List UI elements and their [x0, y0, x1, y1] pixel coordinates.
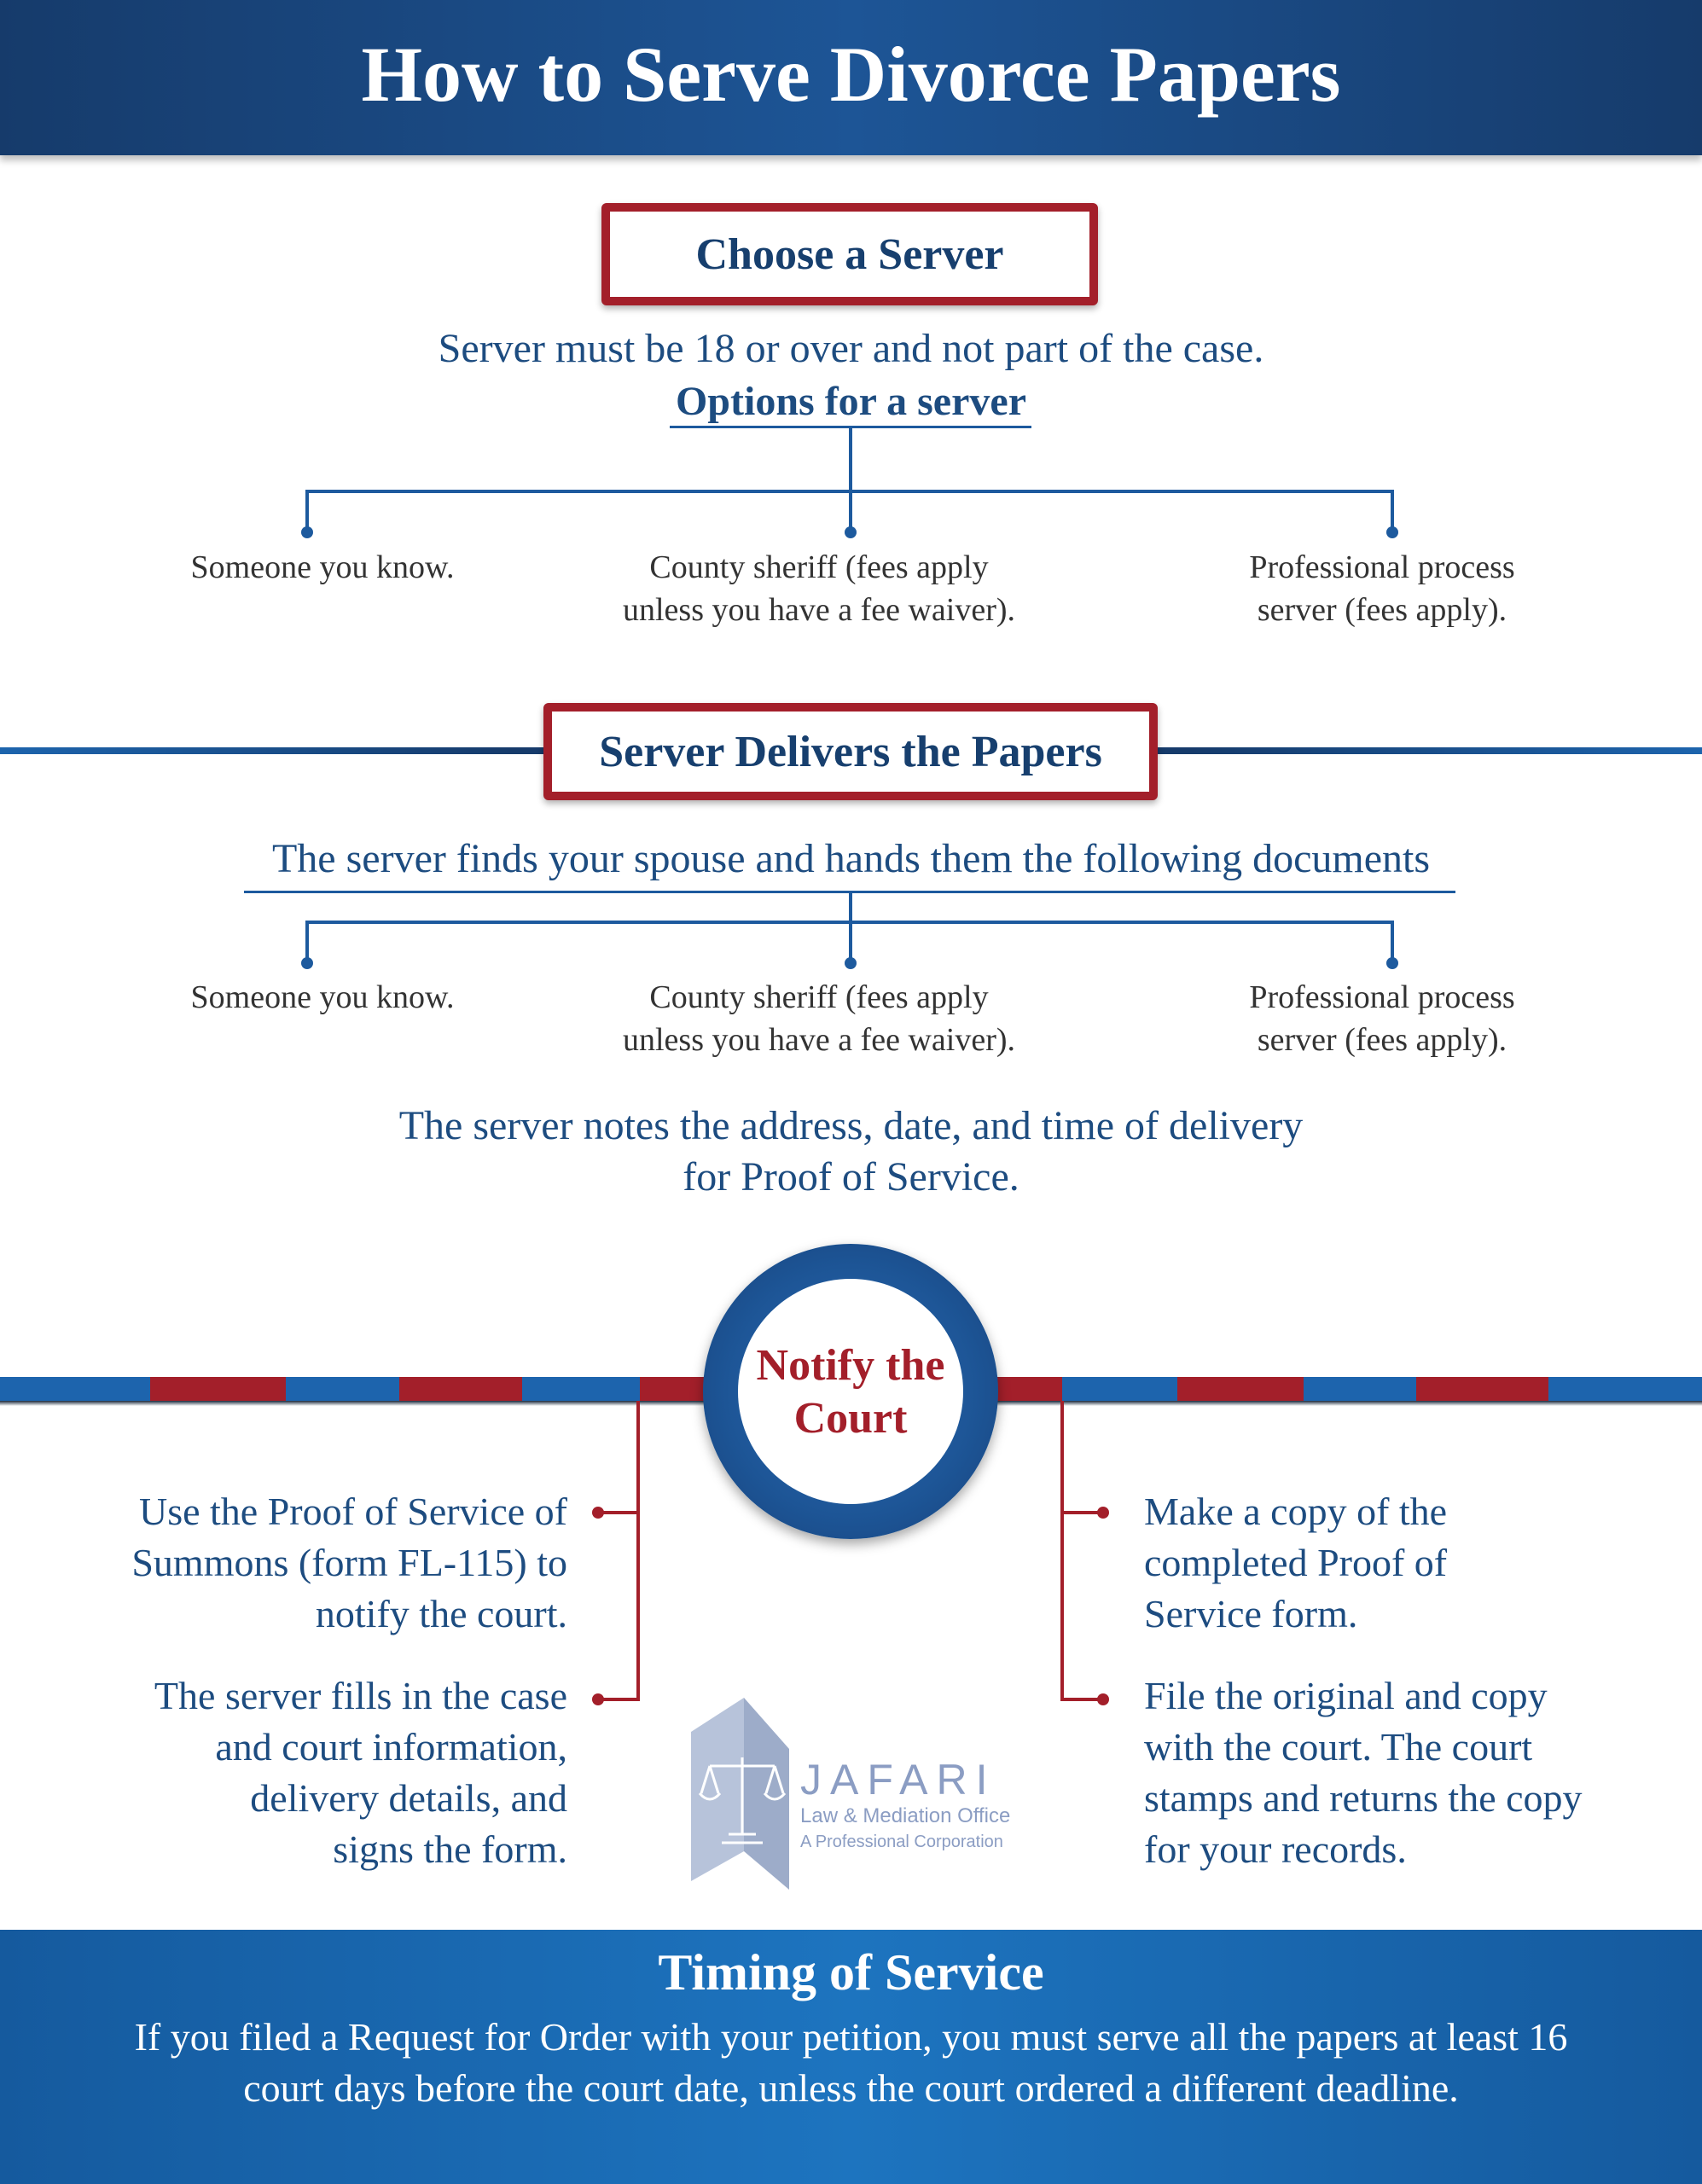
section-subtitle: Server must be 18 or over and not part o… — [438, 326, 1264, 371]
connector-dot — [1386, 526, 1398, 538]
connector-dot — [301, 526, 313, 538]
logo-subtitle: Law & Mediation Office — [800, 1804, 1011, 1827]
step-line: Use the Proof of Service of — [138, 1490, 567, 1533]
section-subtitle: The server finds your spouse and hands t… — [271, 836, 1431, 881]
option-line: server (fees apply). — [1257, 592, 1507, 628]
option-line: County sheriff (fees apply — [649, 979, 989, 1015]
step-file-with-court: File the original and copy with the cour… — [1144, 1670, 1673, 1875]
option-line: unless you have a fee waiver). — [622, 592, 1016, 628]
options-heading: Options for a server — [675, 379, 1027, 424]
connector-dot — [301, 957, 313, 969]
step-line: with the court. The court — [1144, 1725, 1533, 1769]
heading-underline — [670, 426, 1031, 428]
footer-body: If you filed a Request for Order with yo… — [134, 2015, 1568, 2110]
section-title-choose-server: Choose a Server — [601, 203, 1098, 305]
connector-right-branch — [1391, 490, 1394, 531]
step-line: delivery details, and — [250, 1776, 567, 1820]
step-line: completed Proof of — [1144, 1541, 1448, 1584]
connector-right-red — [1060, 1401, 1064, 1701]
option-process-server: Professional process server (fees apply)… — [1203, 976, 1561, 1061]
connector-branch — [597, 1698, 640, 1701]
bullet-dot — [1097, 1507, 1109, 1519]
step-line: Summons (form FL-115) to — [131, 1541, 567, 1584]
logo-name: JAFARI — [800, 1756, 996, 1804]
delivery-note-line: for Proof of Service. — [683, 1154, 1019, 1199]
bullet-dot — [592, 1693, 604, 1705]
option-process-server: Professional process server (fees apply)… — [1203, 546, 1561, 631]
connector-vertical — [849, 893, 852, 963]
step-line: Make a copy of the — [1144, 1490, 1448, 1533]
connector-dot — [1386, 957, 1398, 969]
step-proof-of-service: Use the Proof of Service of Summons (for… — [51, 1486, 567, 1640]
step-line: File the original and copy — [1144, 1674, 1548, 1717]
section-title-label: Choose a Server — [695, 229, 1004, 279]
delivery-note: The server notes the address, date, and … — [0, 1101, 1702, 1203]
connector-vertical — [849, 428, 852, 531]
option-line: Someone you know. — [190, 549, 455, 585]
connector-left-branch — [305, 490, 309, 531]
option-county-sheriff: County sheriff (fees apply unless you ha… — [580, 546, 1058, 631]
option-someone-you-know: Someone you know. — [152, 976, 493, 1019]
connector-dot — [845, 957, 857, 969]
scales-of-justice-icon — [691, 1698, 789, 1890]
step-line: for your records. — [1144, 1827, 1407, 1871]
option-line: server (fees apply). — [1257, 1022, 1507, 1058]
connector-horizontal — [305, 921, 1394, 924]
option-line: County sheriff (fees apply — [649, 549, 989, 585]
notify-court-circle-inner — [738, 1279, 963, 1504]
logo-tagline: A Professional Corporation — [800, 1833, 1003, 1851]
option-county-sheriff: County sheriff (fees apply unless you ha… — [580, 976, 1058, 1061]
connector-branch — [1060, 1511, 1103, 1514]
connector-horizontal — [305, 490, 1394, 493]
step-line: notify the court. — [315, 1592, 567, 1635]
step-line: signs the form. — [333, 1827, 567, 1871]
step-make-copy: Make a copy of the completed Proof of Se… — [1144, 1486, 1673, 1640]
jafari-logo: JAFARI Law & Mediation Office A Professi… — [691, 1698, 1032, 1890]
option-line: Professional process — [1249, 979, 1515, 1015]
footer-banner — [0, 1930, 1702, 2184]
option-line: unless you have a fee waiver). — [622, 1022, 1016, 1058]
section-title-label: Server Delivers the Papers — [599, 727, 1102, 776]
option-line: Someone you know. — [190, 979, 455, 1015]
subtitle-underline — [244, 891, 1455, 893]
step-line: The server fills in the case — [154, 1674, 567, 1717]
step-line: stamps and returns the copy — [1144, 1776, 1583, 1820]
connector-left-branch — [305, 921, 309, 963]
step-line: Service form. — [1144, 1592, 1358, 1635]
connector-branch — [597, 1511, 640, 1514]
bullet-dot — [1097, 1693, 1109, 1705]
step-line: and court information, — [215, 1725, 567, 1769]
connector-right-branch — [1391, 921, 1394, 963]
bullet-dot — [592, 1507, 604, 1519]
connector-dot — [845, 526, 857, 538]
connector-branch — [1060, 1698, 1103, 1701]
header-banner — [0, 0, 1702, 155]
notify-title-line: Court — [793, 1394, 908, 1443]
connector-left-red — [636, 1401, 640, 1701]
option-someone-you-know: Someone you know. — [152, 546, 493, 589]
page-title: How to Serve Divorce Papers — [361, 31, 1341, 118]
notify-title-line: Notify the — [756, 1341, 945, 1390]
section-title-server-delivers: Server Delivers the Papers — [543, 703, 1158, 800]
step-server-fills-form: The server fills in the case and court i… — [51, 1670, 567, 1875]
footer-title: Timing of Service — [658, 1944, 1044, 2001]
option-line: Professional process — [1249, 549, 1515, 585]
notify-court-title: Notify the Court — [738, 1339, 963, 1445]
delivery-note-line: The server notes the address, date, and … — [398, 1103, 1304, 1148]
